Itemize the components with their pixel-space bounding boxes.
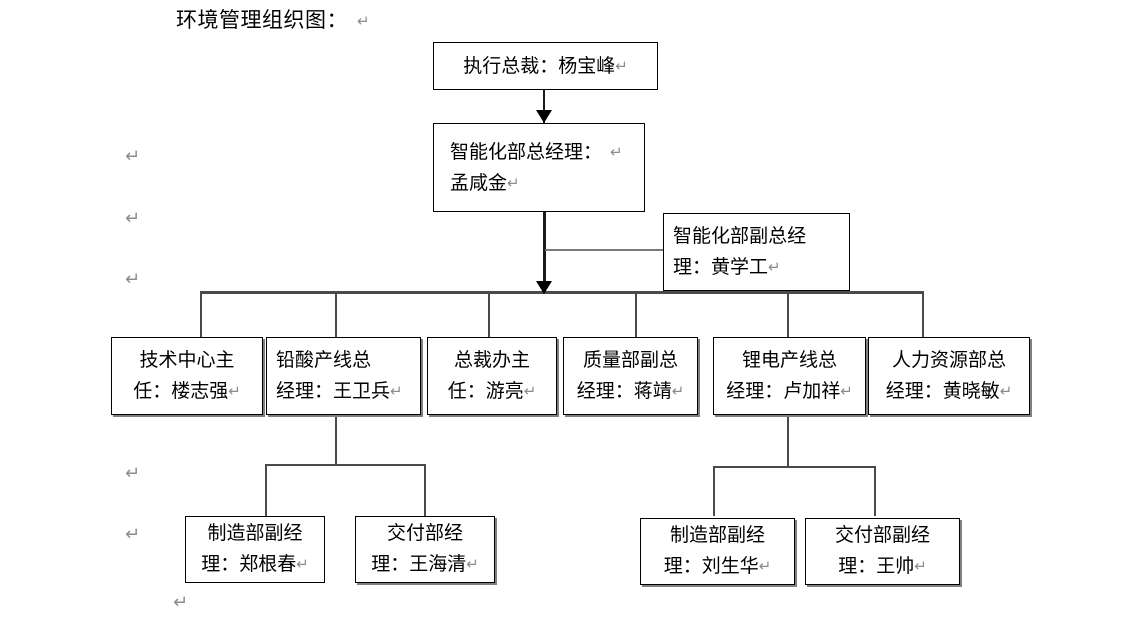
- node-hr-dept-gm[interactable]: 人力资源部总 经理：黄晓敏↵: [868, 337, 1030, 415]
- node-text-line-1: 制造部副经: [669, 525, 765, 546]
- margin-return-icon-6: ↵: [173, 592, 189, 613]
- subtree-bar-right: [713, 466, 875, 468]
- margin-return-icon-4: ↵: [125, 463, 141, 484]
- return-mark-icon: ↵: [610, 142, 623, 161]
- node-text-line-2: 任：楼志强↵: [133, 380, 241, 402]
- node-president-office-director[interactable]: 总裁办主 任：游亮↵: [427, 337, 557, 415]
- return-mark-icon: ↵: [390, 381, 403, 400]
- drop-line-4: [635, 291, 637, 337]
- return-mark-icon: ↵: [758, 557, 772, 575]
- node-tech-center-director[interactable]: 技术中心主 任：楼志强↵: [111, 337, 263, 415]
- return-mark-icon: ↵: [523, 381, 537, 400]
- node-text-line-1: 交付部经: [386, 523, 463, 544]
- return-mark-icon: ↵: [507, 173, 520, 192]
- node-lead-acid-line-gm[interactable]: 铅酸产线总 经理：王卫兵↵: [266, 337, 421, 415]
- page-title: 环境管理组织图： ↵: [176, 7, 370, 34]
- node-text-line-1: 铅酸产线总: [276, 349, 372, 371]
- return-mark-icon: ↵: [840, 381, 853, 400]
- margin-return-icon-2: ↵: [125, 208, 141, 229]
- margin-return-icon-5: ↵: [125, 524, 141, 545]
- node-text-line-1: 技术中心主: [139, 349, 235, 371]
- subtree-left-drop-2: [424, 464, 426, 516]
- node-text-line-2: 任：游亮↵: [447, 380, 537, 402]
- connector-ceo-to-gm: [543, 89, 545, 123]
- node-manufacturing-deputy-manager-right[interactable]: 制造部副经 理：刘生华↵: [640, 518, 795, 585]
- node-text-line-1: 智能化部总经理：↵: [450, 141, 623, 163]
- node-text-line-2: 理：王海清↵: [371, 554, 479, 575]
- node-text-line: 执行总裁：杨宝峰↵: [463, 55, 628, 77]
- node-text-line-2: 经理：黄晓敏↵: [885, 380, 1013, 402]
- node-text-line-2: 经理：卢加祥↵: [726, 380, 853, 402]
- return-mark-icon: ↵: [615, 56, 628, 75]
- drop-line-2: [335, 291, 337, 337]
- node-intelligent-dept-general-manager[interactable]: 智能化部总经理：↵ 孟咸金↵: [433, 123, 645, 212]
- node-intelligent-dept-deputy-general-manager[interactable]: 智能化部副总经 理：黄学工↵: [663, 213, 850, 291]
- margin-return-icon-1: ↵: [125, 146, 141, 167]
- return-mark-icon: ↵: [357, 12, 371, 30]
- subtree-right-drop-1: [713, 466, 715, 516]
- drop-line-1: [200, 291, 202, 337]
- subtree-right-drop-2: [874, 466, 876, 516]
- node-text-line-1: 制造部副经: [207, 523, 303, 544]
- return-mark-icon: ↵: [999, 381, 1013, 400]
- connector-lithium-stem: [787, 415, 789, 467]
- node-text-line-2: 经理：蒋靖↵: [576, 380, 685, 402]
- distribution-bar-level3: [200, 291, 924, 294]
- node-quality-dept-deputy-gm[interactable]: 质量部副总 经理：蒋靖↵: [563, 337, 698, 415]
- return-mark-icon: ↵: [914, 557, 927, 575]
- arrowhead-gm-to-bar: [536, 281, 552, 294]
- return-mark-icon: ↵: [671, 381, 685, 400]
- subtree-bar-left: [265, 464, 426, 466]
- connector-gm-to-deputy: [545, 249, 663, 251]
- node-text-line-2: 经理：王卫兵↵: [276, 380, 403, 402]
- return-mark-icon: ↵: [296, 555, 309, 573]
- node-delivery-deputy-manager[interactable]: 交付部副经 理：王帅↵: [805, 518, 960, 585]
- page-title-text: 环境管理组织图：: [176, 8, 348, 32]
- node-text-line-2: 孟咸金↵: [450, 172, 520, 194]
- drop-line-3: [488, 291, 490, 337]
- node-text-line-2: 理：郑根春↵: [201, 554, 309, 575]
- node-lithium-line-gm[interactable]: 锂电产线总 经理：卢加祥↵: [713, 337, 866, 415]
- connector-gm-to-bar: [543, 212, 546, 294]
- connector-leadacid-stem: [335, 415, 337, 465]
- return-mark-icon: ↵: [466, 555, 479, 573]
- node-text-line-2: 理：刘生华↵: [663, 556, 772, 577]
- node-text-line-1: 人力资源部总: [891, 349, 1006, 371]
- node-text-line-1: 锂电产线总: [741, 349, 837, 371]
- node-text-line-2: 理：黄学工↵: [673, 256, 781, 278]
- node-manufacturing-deputy-manager-left[interactable]: 制造部副经 理：郑根春↵: [185, 516, 325, 583]
- drop-line-5: [787, 291, 789, 337]
- node-executive-president[interactable]: 执行总裁：杨宝峰↵: [433, 42, 658, 90]
- node-delivery-manager[interactable]: 交付部经 理：王海清↵: [355, 516, 495, 583]
- node-text-line-2: 理：王帅↵: [838, 556, 927, 577]
- node-text-line-1: 质量部副总: [582, 349, 678, 371]
- return-mark-icon: ↵: [768, 257, 781, 276]
- node-text-line-1: 智能化部副总经: [673, 225, 807, 247]
- node-text-line-1: 交付部副经: [834, 525, 930, 546]
- margin-return-icon-3: ↵: [125, 269, 141, 290]
- arrowhead-ceo-to-gm: [536, 110, 552, 123]
- drop-line-6: [922, 291, 924, 337]
- subtree-left-drop-1: [265, 464, 267, 516]
- node-text-line-1: 总裁办主: [453, 349, 530, 371]
- return-mark-icon: ↵: [228, 381, 241, 400]
